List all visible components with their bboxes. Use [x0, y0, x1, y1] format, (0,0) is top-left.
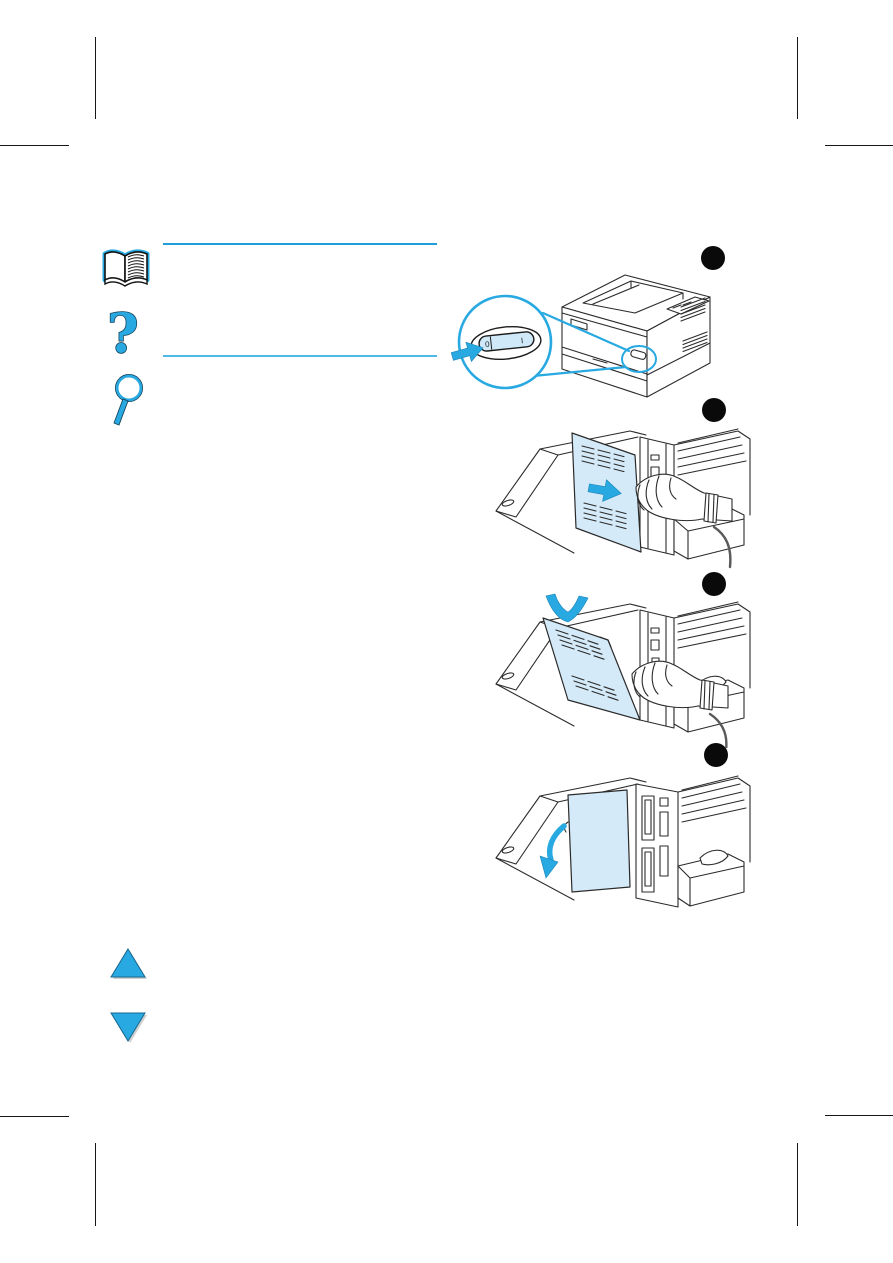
interface-slots	[641, 795, 669, 893]
step-3-illustration	[488, 588, 753, 748]
front-handle	[501, 672, 515, 680]
control-panel	[666, 296, 710, 315]
side-cover-tilted[interactable]	[542, 617, 641, 721]
cover-vents-upper	[581, 445, 625, 473]
rear-vent-lines	[681, 775, 747, 823]
side-vents-lower	[682, 331, 708, 353]
printer-background	[495, 775, 751, 908]
press-switch-arrow	[450, 341, 484, 363]
watch-band	[703, 492, 719, 524]
nav-down-arrow[interactable]	[109, 1012, 149, 1046]
power-cord	[708, 712, 728, 748]
nav-up-arrow[interactable]	[109, 946, 149, 980]
question-icon[interactable]: ?	[106, 304, 140, 364]
side-cover-removed[interactable]	[563, 789, 631, 893]
front-handle	[501, 499, 515, 507]
callout-target-ellipse	[621, 345, 657, 373]
cover-vents-lower	[583, 502, 627, 530]
crop-mark-top-right-vertical	[797, 37, 798, 119]
tilt-direction-arrow	[545, 593, 589, 623]
rear-vent-lines	[677, 601, 747, 649]
switch-divider	[489, 336, 493, 350]
remove-direction-arrow	[539, 823, 567, 879]
magnifier-handle	[113, 398, 129, 426]
book-cover-bottom	[104, 277, 148, 287]
step-4-illustration	[488, 762, 753, 922]
callout-connector-lines	[531, 311, 631, 378]
power-cord	[712, 525, 732, 569]
question-glyph: ?	[107, 304, 139, 364]
rear-vent-lines	[677, 428, 747, 476]
cover-vents-lower	[571, 675, 619, 701]
step-marker-1	[701, 246, 725, 270]
side-cover[interactable]	[571, 432, 642, 553]
power-switch-large[interactable]	[478, 331, 535, 352]
crop-mark-bottom-right-vertical	[797, 1143, 798, 1226]
side-vents-upper	[680, 297, 706, 322]
step-marker-3	[702, 572, 726, 596]
hand	[635, 473, 733, 569]
nav-up-triangle	[110, 948, 146, 978]
front-handle	[501, 846, 515, 854]
crop-mark-bottom-left-vertical	[95, 1143, 96, 1226]
printer-body	[561, 274, 711, 398]
book-icon[interactable]	[101, 247, 151, 291]
step-1-illustration: 0 I	[443, 247, 815, 405]
switch-off-label: 0	[485, 340, 491, 349]
watch-band	[699, 679, 715, 711]
magnifier-icon[interactable]	[106, 373, 150, 433]
cover-vents-upper	[555, 629, 605, 660]
paper-tray	[677, 853, 745, 907]
text-rule-top	[163, 243, 437, 245]
crop-mark-bottom-right-horizontal	[825, 1115, 893, 1116]
crop-mark-top-left-horizontal	[0, 145, 69, 146]
power-switch-callout: 0 I	[450, 294, 657, 390]
power-switch-small	[630, 349, 647, 360]
crop-mark-bottom-left-horizontal	[0, 1116, 69, 1117]
step-marker-2	[702, 398, 726, 422]
slide-direction-arrow	[587, 479, 622, 502]
crop-mark-top-left-vertical	[95, 37, 96, 119]
hand	[631, 660, 729, 748]
tray-arm	[699, 849, 729, 866]
magnifier-lens	[115, 374, 143, 402]
crop-mark-top-right-horizontal	[825, 145, 893, 146]
front-label	[570, 318, 588, 331]
book-text-lines	[127, 254, 145, 279]
nav-down-triangle	[110, 1012, 146, 1042]
text-rule-bottom	[163, 355, 437, 357]
magnifier-lens-outline	[114, 373, 144, 403]
step-2-illustration	[488, 415, 753, 575]
switch-on-label: I	[520, 336, 523, 345]
step-marker-4	[704, 743, 728, 767]
